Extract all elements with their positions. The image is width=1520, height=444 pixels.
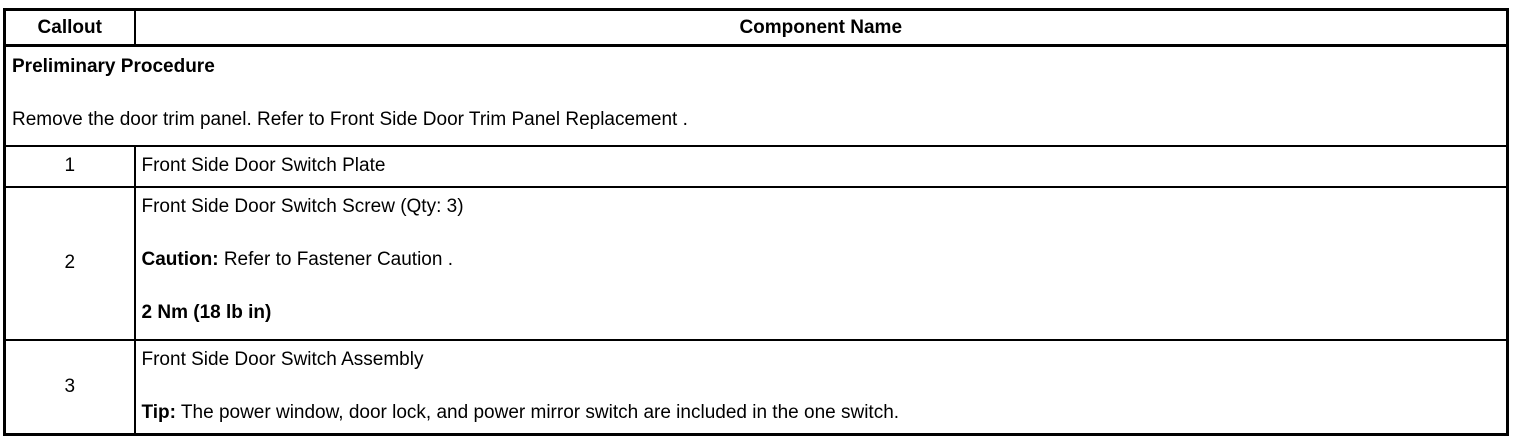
- table-row: 1 Front Side Door Switch Plate: [3, 144, 1509, 188]
- tip-label: Tip:: [141, 401, 176, 423]
- callout-number: 2: [3, 185, 136, 341]
- component-name: Front Side Door Switch Plate: [141, 155, 386, 176]
- preliminary-procedure-instruction: Remove the door trim panel. Refer to Fro…: [12, 109, 688, 130]
- tip-text: The power window, door lock, and power m…: [175, 401, 900, 423]
- callout-number: 1: [3, 144, 136, 188]
- preliminary-procedure-heading: Preliminary Procedure: [12, 56, 215, 77]
- preliminary-procedure-row: Preliminary Procedure Remove the door tr…: [3, 44, 1509, 147]
- torque-spec: 2 Nm (18 lb in): [141, 301, 272, 323]
- component-cell: Front Side Door Switch Screw (Qty: 3) Ca…: [133, 185, 1509, 341]
- tip-note: Tip: The power window, door lock, and po…: [142, 402, 1499, 424]
- component-name: Front Side Door Switch Screw (Qty: 3): [141, 195, 464, 217]
- component-table: Callout Component Name Preliminary Proce…: [3, 8, 1509, 436]
- caution-note: Caution: Refer to Fastener Caution .: [142, 249, 1499, 271]
- component-cell: Front Side Door Switch Plate: [133, 144, 1509, 188]
- component-cell: Front Side Door Switch Assembly Tip: The…: [133, 338, 1509, 436]
- component-name-column-header: Component Name: [133, 8, 1509, 47]
- callout-number: 3: [3, 338, 136, 436]
- component-name: Front Side Door Switch Assembly: [141, 348, 424, 370]
- table-row: 2 Front Side Door Switch Screw (Qty: 3) …: [3, 185, 1509, 341]
- caution-label: Caution:: [141, 248, 219, 270]
- preliminary-procedure-cell: Preliminary Procedure Remove the door tr…: [3, 44, 1509, 147]
- caution-text: Refer to Fastener Caution .: [218, 248, 453, 270]
- table-row: 3 Front Side Door Switch Assembly Tip: T…: [3, 338, 1509, 436]
- table-header-row: Callout Component Name: [3, 8, 1509, 47]
- callout-column-header: Callout: [3, 8, 136, 47]
